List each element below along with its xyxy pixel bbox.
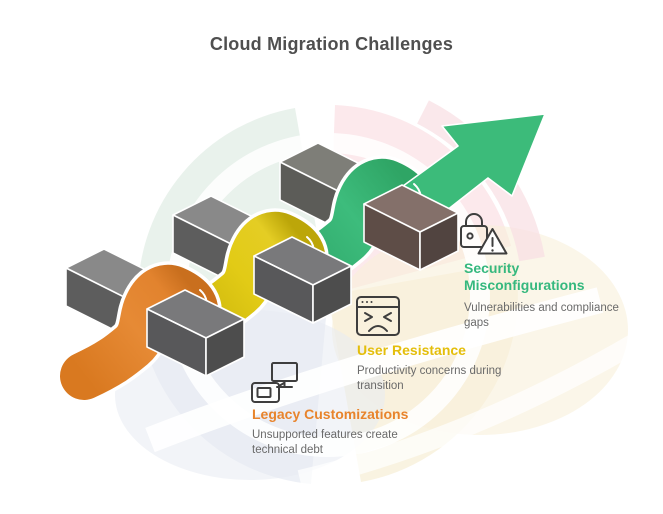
- user-resistance-description: Productivity concerns during transition: [357, 365, 502, 392]
- legacy-desktop-icon: [251, 362, 298, 403]
- obstacle-front-legacy: [146, 289, 245, 377]
- angry-browser-icon: [356, 296, 400, 336]
- legacy-description: Unsupported features create technical de…: [252, 429, 398, 456]
- legacy-title: Legacy Customizations: [252, 406, 409, 422]
- security-unit: [270, 113, 546, 298]
- page-title: Cloud Migration Challenges: [209, 34, 454, 54]
- security-title: Security Misconfigurations: [464, 260, 585, 293]
- user-resistance-title: User Resistance: [357, 342, 466, 358]
- resistance-unit: [163, 195, 352, 351]
- obstacle-front-security: [363, 184, 459, 271]
- security-description: Vulnerabilities and compliance gaps: [464, 302, 619, 329]
- legacy-unit: [56, 248, 245, 404]
- obstacle-front-resistance: [253, 236, 352, 324]
- lock-alert-icon: [460, 213, 508, 255]
